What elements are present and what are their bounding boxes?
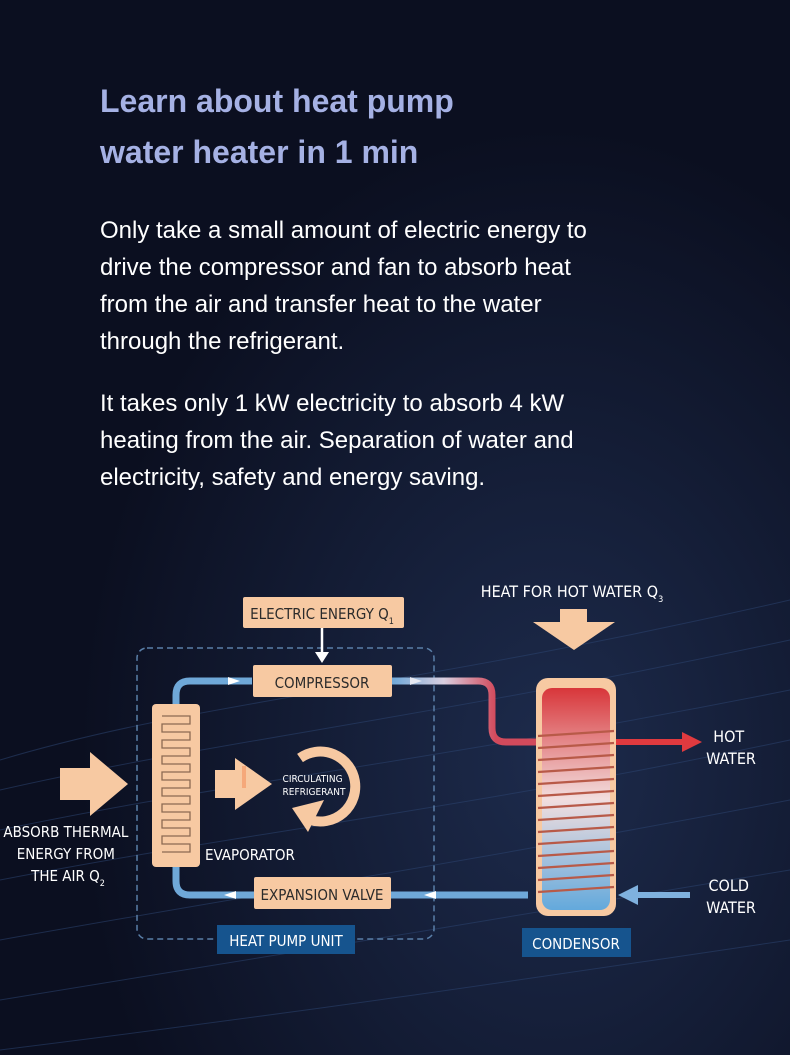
electric-energy-label: ELECTRIC ENERGY Q1 — [250, 605, 394, 627]
text-line: electricity, safety and energy saving. — [100, 464, 486, 491]
text-line: It takes only 1 kW electricity to absorb… — [100, 390, 565, 417]
title-line-2: water heater in 1 min — [100, 134, 419, 170]
warning-mark — [242, 766, 246, 788]
cold-water-label: COLD WATER — [706, 876, 756, 917]
condensor-label: CONDENSOR — [532, 935, 620, 953]
text-line: heating from the air. Separation of wate… — [100, 427, 574, 454]
heat-for-hot-water-arrow — [533, 609, 615, 650]
absorb-thermal-label: ABSORB THERMAL ENERGY FROM THE AIR Q2 — [3, 823, 132, 889]
page-title: Learn about heat pump water heater in 1 … — [100, 76, 454, 178]
evaporator-coil — [161, 715, 191, 853]
compressor-label: COMPRESSOR — [275, 674, 370, 692]
compressor-box — [253, 665, 392, 697]
air-heat-arrow — [60, 752, 128, 816]
heat-pump-diagram: ELECTRIC ENERGY Q1 COMPRESSOR EXPANSION … — [3, 582, 756, 957]
electric-energy-arrow-head — [315, 652, 329, 663]
circulating-cycle-icon — [297, 746, 361, 827]
evaporator-label: EVAPORATOR — [205, 846, 295, 864]
electric-energy-label-box — [243, 597, 404, 628]
heat-pump-unit-tag — [217, 925, 355, 954]
intro-paragraph-2: It takes only 1 kW electricity to absorb… — [100, 385, 700, 496]
condensor-coil — [537, 729, 615, 894]
expansion-valve-box — [254, 877, 391, 909]
refrigerant-pipe-hot — [392, 677, 540, 746]
flow-arrows — [224, 677, 436, 899]
cold-water-arrow — [618, 885, 638, 905]
title-line-1: Learn about heat pump — [100, 83, 454, 119]
text-line: Only take a small amount of electric ene… — [100, 217, 587, 244]
expansion-valve-label: EXPANSION VALVE — [261, 886, 384, 904]
heat-for-hot-water-label: HEAT FOR HOT WATER Q3 — [481, 582, 663, 605]
text-line: from the air and transfer heat to the wa… — [100, 291, 542, 318]
text-line: through the refrigerant. — [100, 328, 345, 355]
text-line: drive the compressor and fan to absorb h… — [100, 254, 571, 281]
evaporator-box — [152, 704, 200, 867]
condensor-tag — [522, 928, 631, 957]
hot-water-arrow — [682, 732, 702, 752]
hot-water-label: HOT WATER — [706, 727, 756, 768]
cycle-arrow-head — [292, 800, 324, 832]
circulating-refrigerant-label: CIRCULATING REFRIGERANT — [283, 774, 346, 798]
heat-pump-unit-label: HEAT PUMP UNIT — [229, 932, 343, 950]
intro-paragraph-1: Only take a small amount of electric ene… — [100, 212, 700, 360]
